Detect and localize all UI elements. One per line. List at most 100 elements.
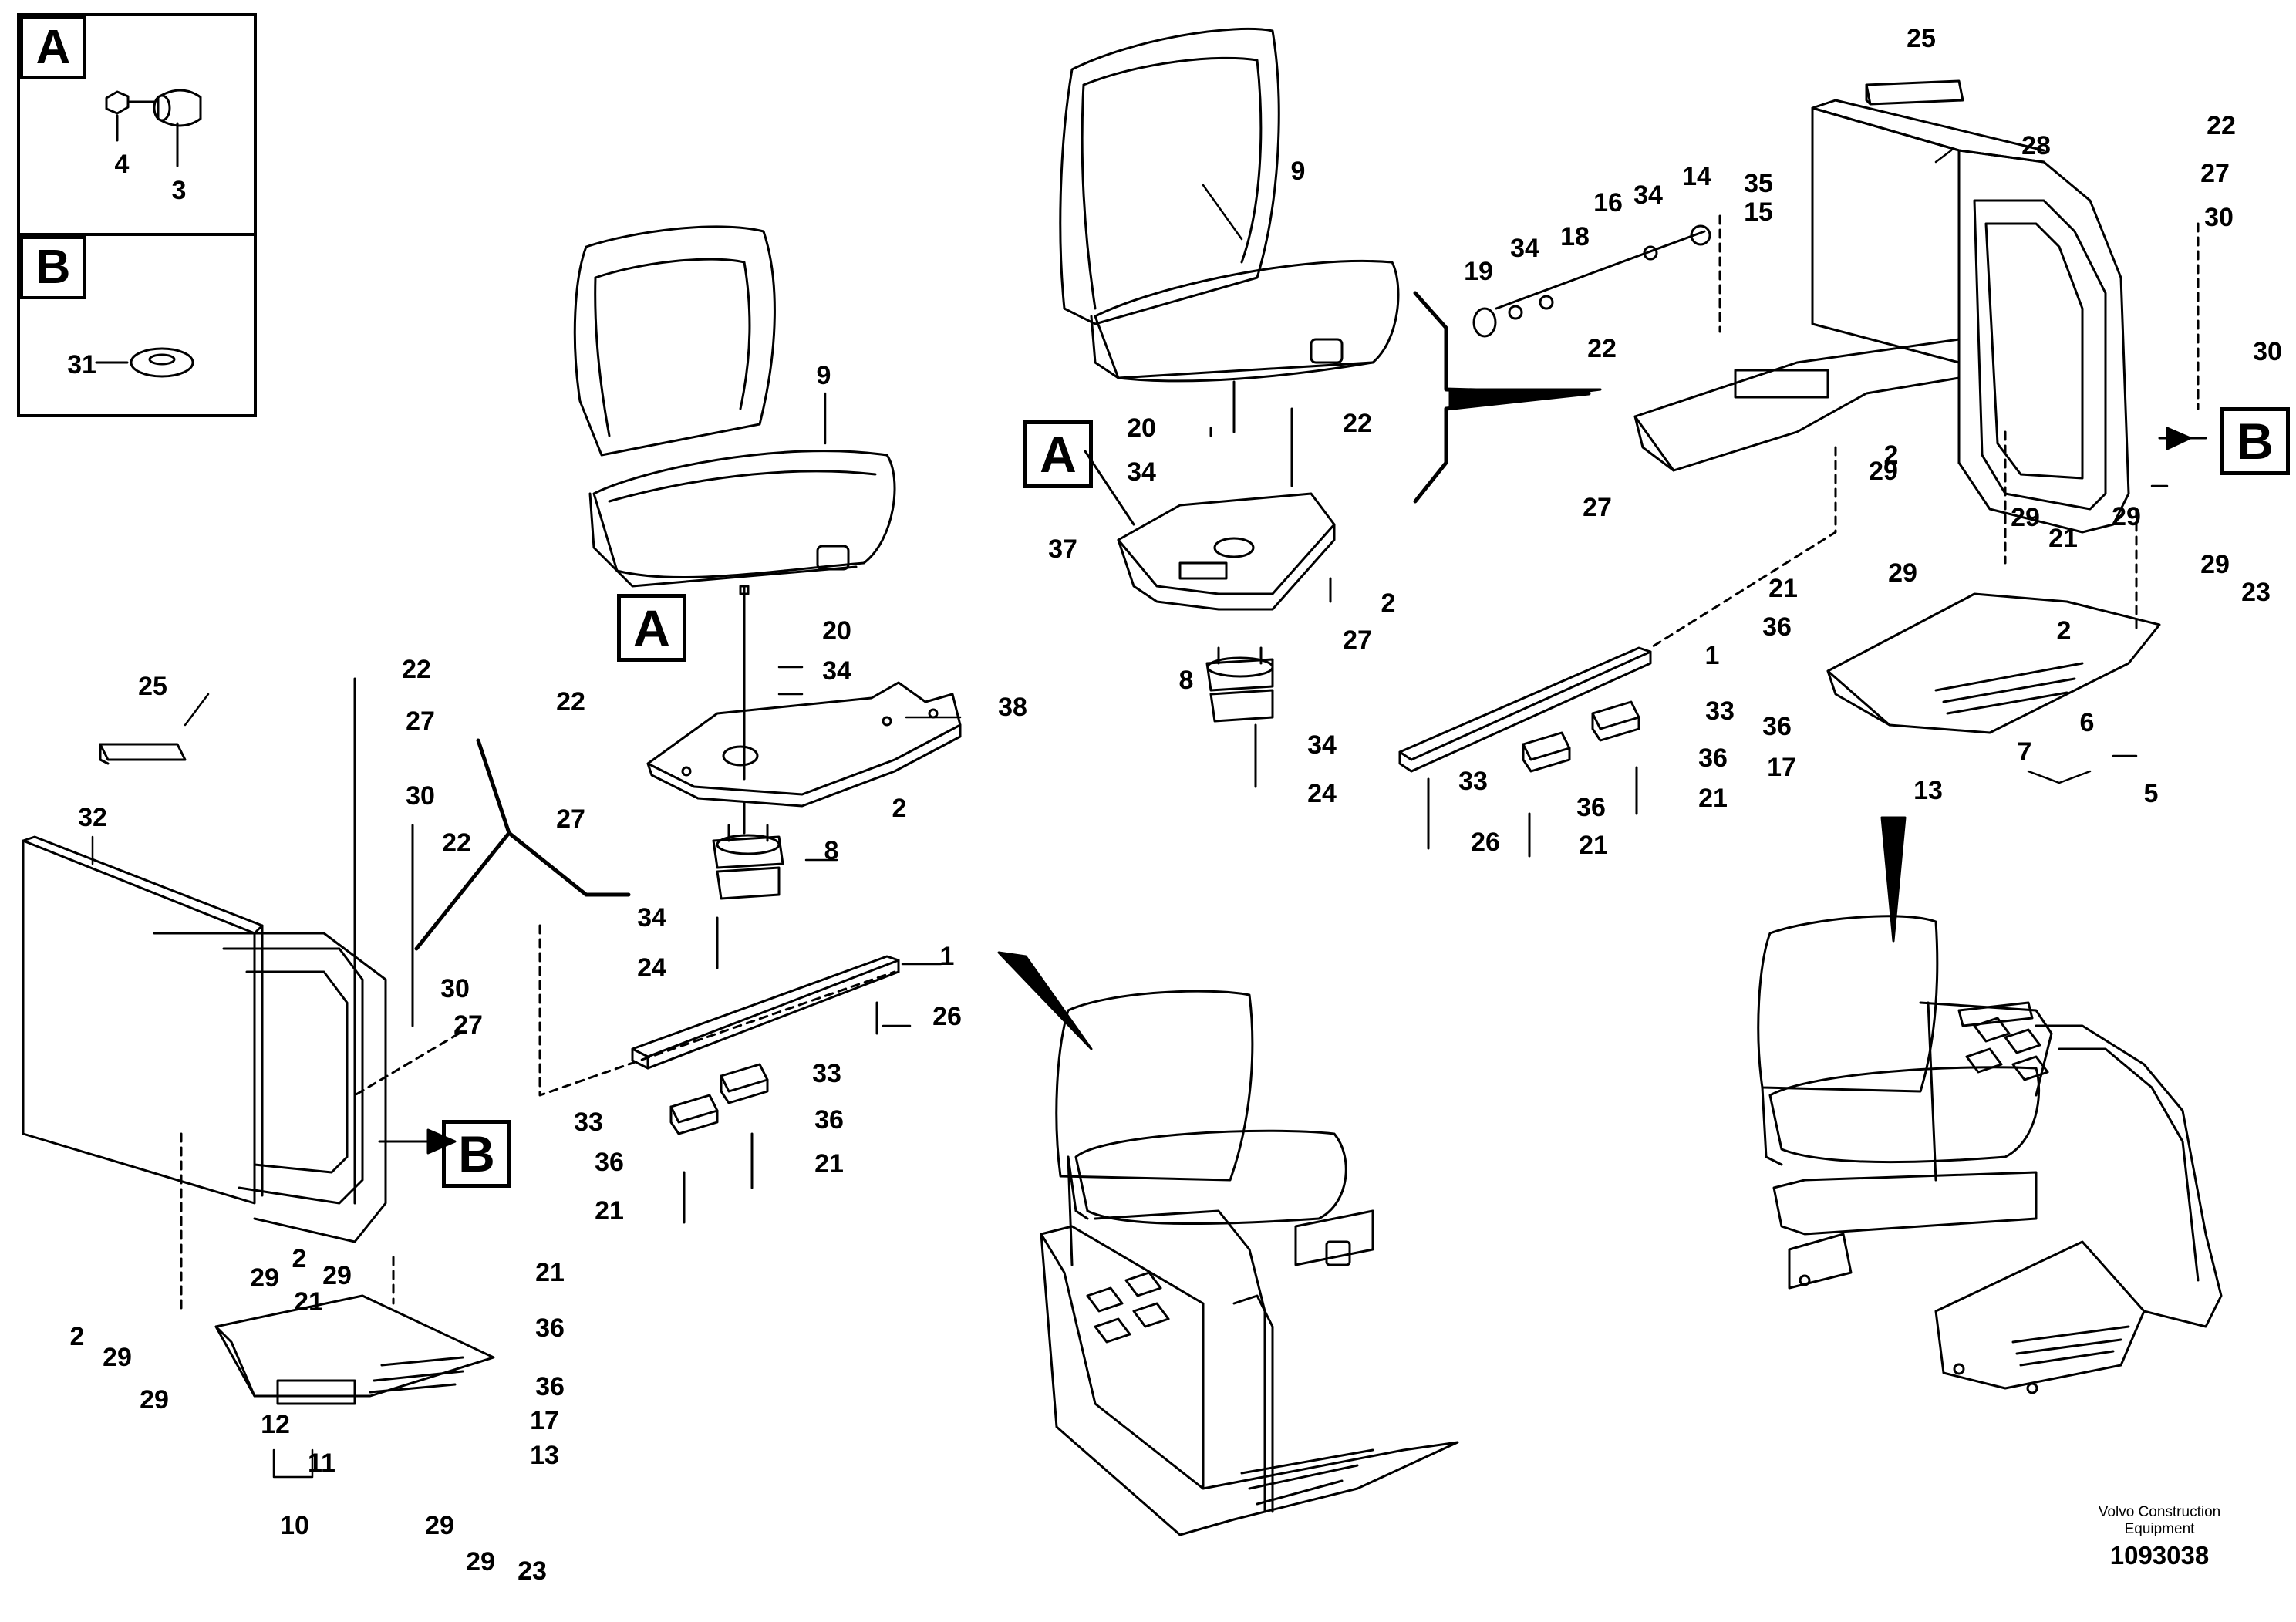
company-name-line2: Equipment — [2124, 1521, 2195, 1537]
part-label-36: 36 — [1762, 712, 1792, 741]
part-label-34: 34 — [1127, 457, 1156, 487]
part-label-24: 24 — [1307, 779, 1337, 808]
part-label-8: 8 — [824, 836, 839, 865]
legend-washer-illustration — [95, 347, 194, 378]
part-label-17: 17 — [530, 1406, 559, 1435]
part-label-34: 34 — [1307, 730, 1337, 760]
part-label-22: 22 — [442, 828, 471, 858]
part-label-2: 2 — [892, 794, 907, 823]
part-label-14: 14 — [1682, 162, 1711, 191]
part-label-22: 22 — [1587, 334, 1617, 363]
arrow-pointers-left — [378, 738, 631, 1155]
part-label-29: 29 — [2200, 550, 2230, 579]
part-label-33: 33 — [812, 1059, 841, 1088]
mounting-plate-38 — [646, 681, 962, 808]
part-label-2: 2 — [1381, 588, 1396, 618]
part-label-12: 12 — [261, 1410, 290, 1439]
part-label-29: 29 — [1869, 457, 1898, 486]
part-label-13: 13 — [530, 1441, 559, 1470]
part-label-30: 30 — [2204, 203, 2234, 232]
bracket-pointer-center — [1413, 291, 1602, 504]
side-console-left — [22, 677, 414, 1243]
part-label-21: 21 — [535, 1258, 565, 1287]
part-label-21: 21 — [1579, 831, 1608, 860]
part-label-21: 21 — [1768, 574, 1798, 603]
seat-frame-28-right — [1811, 99, 2130, 534]
part-label-37: 37 — [1048, 534, 1077, 564]
seat-left-illustration — [573, 225, 896, 781]
part-label-8: 8 — [1178, 666, 1194, 695]
leader-lines — [91, 149, 2169, 1479]
part-label-9: 9 — [816, 361, 831, 390]
pin-assembly-right — [1472, 224, 1711, 338]
part-label-21: 21 — [294, 1287, 323, 1317]
part-label-27: 27 — [453, 1010, 483, 1040]
part-label-36: 36 — [595, 1148, 624, 1177]
legend-letter-b: B — [20, 236, 86, 299]
slide-rail-1-right — [1398, 646, 1652, 773]
part-label-29: 29 — [2112, 502, 2141, 531]
part-label-29: 29 — [1888, 558, 1917, 588]
part-label-5: 5 — [2143, 779, 2159, 808]
legend-bolt-knob-illustration — [105, 89, 202, 167]
part-label-2: 2 — [2056, 616, 2072, 646]
part-label-7: 7 — [2017, 737, 2032, 767]
legend-letter-a: A — [20, 16, 86, 79]
callout-b-right-pointer — [2158, 427, 2207, 450]
assembled-view-center — [1040, 990, 1459, 1536]
callout-b-left: B — [442, 1120, 511, 1188]
part-label-38: 38 — [998, 693, 1027, 722]
dashed-assembly-lines-left — [180, 924, 896, 1313]
legend-b-part-31: 31 — [67, 350, 96, 379]
part-label-27: 27 — [2200, 159, 2230, 188]
legend-divider — [20, 233, 254, 236]
part-label-29: 29 — [103, 1343, 132, 1372]
part-label-33: 33 — [574, 1108, 603, 1137]
swivel-bearing-8-center — [1205, 646, 1274, 788]
part-label-36: 36 — [1698, 744, 1728, 773]
part-label-23: 23 — [518, 1556, 547, 1586]
footrest-plate-left — [214, 1294, 495, 1405]
rail-bracket-33-right — [1427, 700, 1640, 858]
part-label-30: 30 — [440, 974, 470, 1003]
part-label-33: 33 — [1705, 696, 1735, 726]
legend-panel: A B — [17, 13, 257, 417]
part-label-25: 25 — [1907, 24, 1936, 53]
part-label-27: 27 — [556, 804, 585, 834]
part-label-33: 33 — [1458, 767, 1488, 796]
part-label-26: 26 — [932, 1002, 962, 1031]
part-label-29: 29 — [2011, 503, 2040, 532]
mounting-plate-37 — [1117, 492, 1336, 611]
seat-center-illustration — [1059, 27, 1400, 433]
part-label-27: 27 — [1583, 493, 1612, 522]
part-label-2: 2 — [69, 1322, 85, 1351]
drawing-number: 1093038 — [2109, 1541, 2210, 1570]
part-label-36: 36 — [535, 1313, 565, 1343]
callout-a-center: A — [1023, 420, 1093, 488]
part-label-24: 24 — [637, 953, 666, 983]
part-label-26: 26 — [1471, 828, 1500, 857]
dashed-assembly-lines-right — [1649, 214, 2200, 649]
footrest-plate-right — [1826, 592, 2161, 734]
part-label-9: 9 — [1290, 157, 1306, 186]
part-label-36: 36 — [1576, 793, 1606, 822]
part-label-34: 34 — [822, 656, 851, 686]
callout-a-left: A — [617, 594, 686, 662]
part-label-16: 16 — [1593, 188, 1623, 218]
part-label-13: 13 — [1913, 776, 1943, 805]
legend-a-part-3: 3 — [171, 176, 187, 205]
part-label-29: 29 — [140, 1385, 169, 1415]
part-label-36: 36 — [1762, 612, 1792, 642]
part-label-29: 29 — [425, 1511, 454, 1540]
part-label-18: 18 — [1560, 222, 1590, 251]
part-label-2: 2 — [292, 1244, 307, 1273]
part-label-36: 36 — [535, 1372, 565, 1401]
mounting-plate-right — [1633, 338, 1961, 472]
company-name-line1: Volvo Construction — [2098, 1504, 2221, 1520]
fasteners-left-rail — [683, 1001, 878, 1224]
part-label-21: 21 — [595, 1196, 624, 1226]
part-label-1: 1 — [1704, 641, 1720, 670]
assembled-view-right — [1757, 915, 2223, 1394]
